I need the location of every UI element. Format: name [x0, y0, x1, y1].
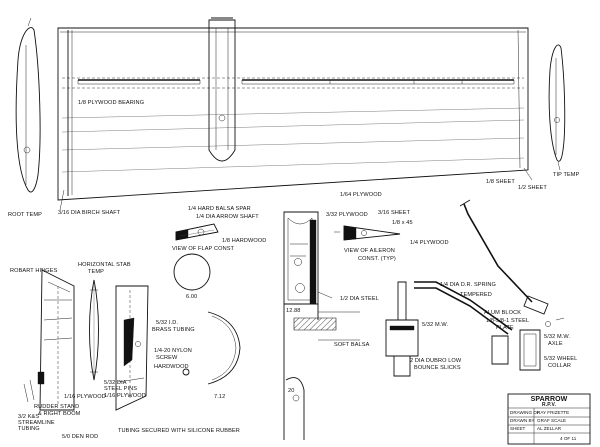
dim-600-label: 6.00 [186, 294, 197, 300]
hardwood-label: HARDWOOD [154, 364, 189, 370]
title-block-subtitle: R.P.V. [542, 402, 556, 408]
fuselage-detail [283, 211, 360, 440]
brass-size-label: 5/32 I.D. [156, 320, 178, 326]
screw-label: SCREW [156, 355, 178, 361]
flap-section [175, 223, 219, 241]
ks-streamline-label: 3/2 K&S [18, 414, 39, 420]
title-block-title: SPARROW [531, 396, 568, 403]
flap-const-label: CONST [214, 246, 235, 252]
silicone-label: TUBING SECURED WITH SILICONE RUBBER [118, 428, 240, 434]
root-temp-label: ROOT TEMP [8, 212, 42, 218]
title-block-row2-label: DRAWN BY [510, 418, 535, 423]
steel-pins-label: STEEL PINS [104, 386, 137, 392]
dim-20-label: 20 [288, 388, 294, 394]
nylon-screw-label: 1/4-20 NYLON [154, 348, 192, 354]
plate-label: PLATE [496, 325, 514, 331]
horizontal-stab-template [89, 279, 99, 381]
right-boom-label: & RIGHT BOOM [38, 411, 81, 417]
robart-hinges-label: ROBART HINGES [10, 268, 58, 274]
dowel-label: 5/0 DEN ROD [62, 434, 98, 440]
tubing-label: TUBING [18, 426, 40, 432]
plywood-14-label: 1/4 PLYWOOD [410, 240, 449, 246]
bounce-label: BOUNCE SLICKS [414, 365, 461, 371]
view-flap-label: VIEW OF FLAP [172, 246, 213, 252]
dim-18x45-label: 1/8 x 45 [392, 220, 413, 226]
plywood-164-label: 1/64 PLYWOOD [340, 192, 382, 198]
steel-leader [317, 291, 333, 299]
axle-label: AXLE [548, 341, 563, 347]
birch-shaft-label: 3/16 DIA BIRCH SHAFT [58, 210, 121, 216]
hinge-pin-circle [182, 368, 190, 376]
temp-label: TEMP [88, 269, 104, 275]
landing-gear [385, 199, 565, 377]
tip-temp-label: TIP TEMP [553, 172, 580, 178]
streamline-label: STREAMLINE [18, 420, 55, 426]
title-block-row4-value: 4 OF 11 [560, 436, 577, 441]
former-712 [207, 311, 241, 385]
collar-label: COLLAR [548, 363, 571, 369]
steel-plate-size-label: 1/8-5/8-1 STEEL [486, 318, 529, 324]
title-block-row1-label: DRAWING OF [510, 410, 540, 415]
plywood-bearing-label: 1/8 PLYWOOD BEARING [78, 100, 144, 106]
dubro-label: 2 DIA DUBRO LOW [410, 358, 462, 364]
plywood-116-label: 1/16 PLYWOOD [64, 394, 106, 400]
dim-712-label: 7.12 [214, 394, 225, 400]
rudder-boom [23, 269, 75, 411]
sheet-18-label: 1/8 SHEET [486, 179, 515, 185]
rudder-stand-label: RUDDER STAND [34, 404, 79, 410]
rudder-right-half [115, 285, 149, 411]
title-block-row3-label: SHEET [510, 426, 526, 431]
sheet-316-label: 3/16 SHEET [378, 210, 411, 216]
aileron-const-label: CONST. (TYP) [358, 256, 396, 262]
alum-block-label: ALUM BLOCK [484, 310, 521, 316]
birch-shaft-leader [59, 189, 65, 211]
horiz-stab-label: HORIZONTAL STAB [78, 262, 131, 268]
plywood-332-label: 3/32 PLYWOOD [326, 212, 368, 218]
wing-plan [57, 17, 529, 201]
former-600 [173, 253, 211, 291]
axle-size-label: 5/32 M.W. [544, 334, 570, 340]
tip-temp-leader [557, 161, 561, 171]
view-aileron-label: VIEW OF AILERON [344, 248, 395, 254]
steel-12-label: 1/2 DIA STEEL [340, 296, 379, 302]
hardwood-18-label: 1/8 HARDWOOD [222, 238, 266, 244]
dim-1288-label: 12.88 [286, 308, 301, 314]
aileron-section [334, 225, 401, 241]
hard-balsa-spar-label: 1/4 HARD BALSA SPAR [188, 206, 251, 212]
title-block-row2-value: GRAF SCALE [537, 418, 566, 423]
mw-532-label: 5/32 M.W. [422, 322, 448, 328]
title-block-row3-value: AL ZELLAR [537, 426, 562, 431]
plywood-116b-label: 1/16 PLYWOOD [104, 393, 146, 399]
brass-tubing-label: BRASS TUBING [152, 327, 195, 333]
wheel-collar-size-label: 5/32 WHEEL [544, 356, 577, 362]
tempered-label: TEMPERED [460, 292, 492, 298]
title-block [507, 393, 591, 445]
arrow-shaft-label: 1/4 DIA ARROW SHAFT [196, 214, 259, 220]
root-template [15, 17, 41, 193]
sheet-12-label: 1/2 SHEET [518, 185, 547, 191]
title-block-row1-value: RAY FRIZETTE [537, 410, 569, 415]
tip-template [548, 44, 566, 162]
soft-balsa-label: SOFT BALSA [334, 342, 370, 348]
spring-label: 1/4 DIA D.R. SPRING [440, 282, 496, 288]
sheet-12-leader [523, 167, 533, 181]
steel-pins-dia-label: 5/32 DIA [104, 380, 127, 386]
